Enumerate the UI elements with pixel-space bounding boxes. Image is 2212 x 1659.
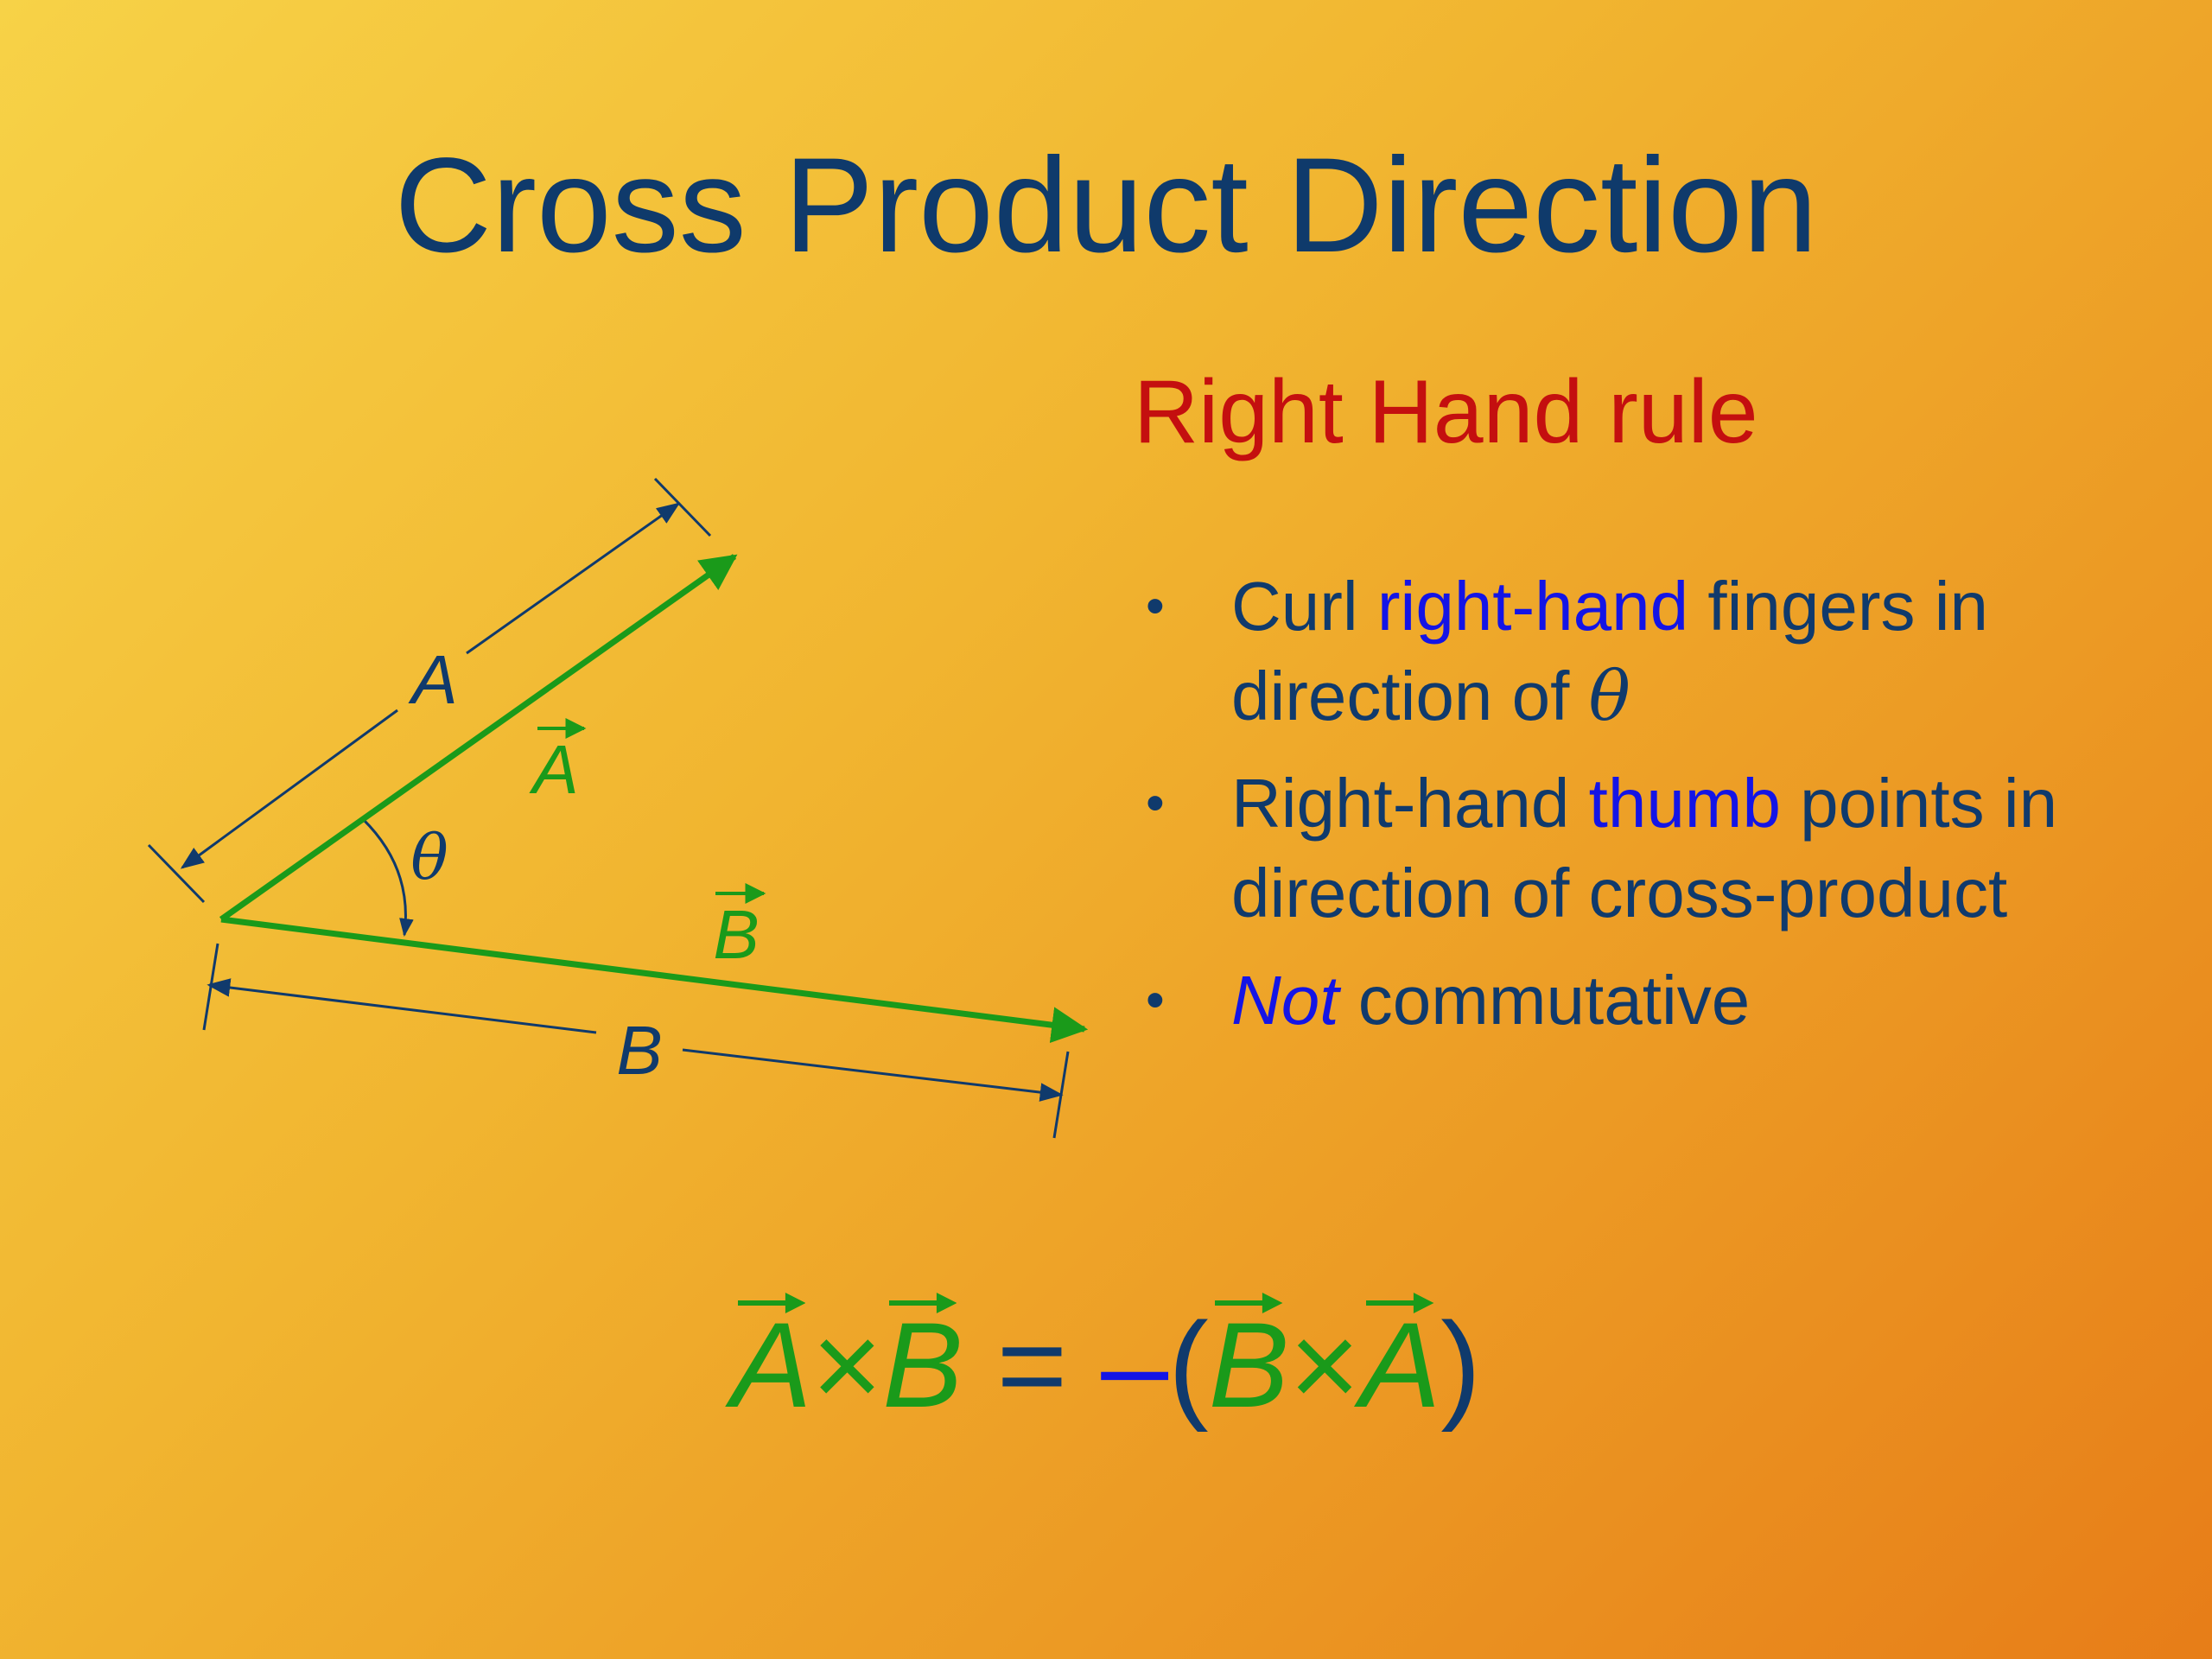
magnitude-b-label: B — [616, 1012, 662, 1089]
eq-vector-a: A — [731, 1293, 811, 1426]
angle-arc — [361, 817, 414, 938]
angle-theta-label: θ — [410, 821, 448, 893]
slide-title: Cross Product Direction — [394, 130, 1818, 281]
highlight-thumb: thumb — [1588, 765, 1781, 842]
overarrow-icon — [1215, 1293, 1283, 1313]
overarrow-icon — [888, 1293, 957, 1313]
dimension-a — [147, 477, 712, 904]
eq-vector-a: A — [1360, 1293, 1440, 1426]
overarrow-icon — [1366, 1293, 1434, 1313]
equation: A×B = –(B×A) — [0, 1293, 2212, 1426]
vector-b-arrow — [220, 916, 1089, 1044]
bullet-item: • Not commutative — [1141, 956, 2134, 1046]
bullet-dot: • — [1146, 773, 1165, 833]
theta-symbol: θ — [1588, 656, 1630, 736]
overarrow-icon — [737, 1293, 805, 1313]
vector-a-letter: A — [529, 731, 578, 808]
eq-lparen: ( — [1168, 1297, 1209, 1433]
dimension-b — [202, 943, 1070, 1139]
bullet-item: • Right-hand thumb points in direction o… — [1141, 759, 2134, 938]
eq-minus: – — [1101, 1297, 1169, 1433]
bullet-item: • Curl right-hand fingers in direction o… — [1141, 562, 2134, 741]
vector-b-label: B — [713, 883, 766, 973]
eq-vector-b: B — [1209, 1293, 1289, 1426]
vector-b-letter: B — [713, 896, 759, 973]
magnitude-a-label: A — [408, 641, 457, 718]
bullet-list: • Curl right-hand fingers in direction o… — [1141, 562, 2134, 1063]
eq-times: × — [811, 1297, 883, 1433]
section-subtitle: Right Hand rule — [1134, 362, 1758, 462]
vector-a-arrow — [219, 554, 738, 922]
bullet-dot: • — [1146, 576, 1165, 636]
eq-times: × — [1289, 1297, 1360, 1433]
eq-equals: = — [996, 1297, 1068, 1433]
eq-vector-b: B — [882, 1293, 963, 1426]
bullet-dot: • — [1146, 970, 1165, 1030]
highlight-not: Not — [1231, 962, 1339, 1039]
highlight-right-hand: right-hand — [1376, 568, 1689, 645]
eq-rparen: ) — [1440, 1297, 1481, 1433]
vector-a-label: A — [529, 718, 587, 808]
